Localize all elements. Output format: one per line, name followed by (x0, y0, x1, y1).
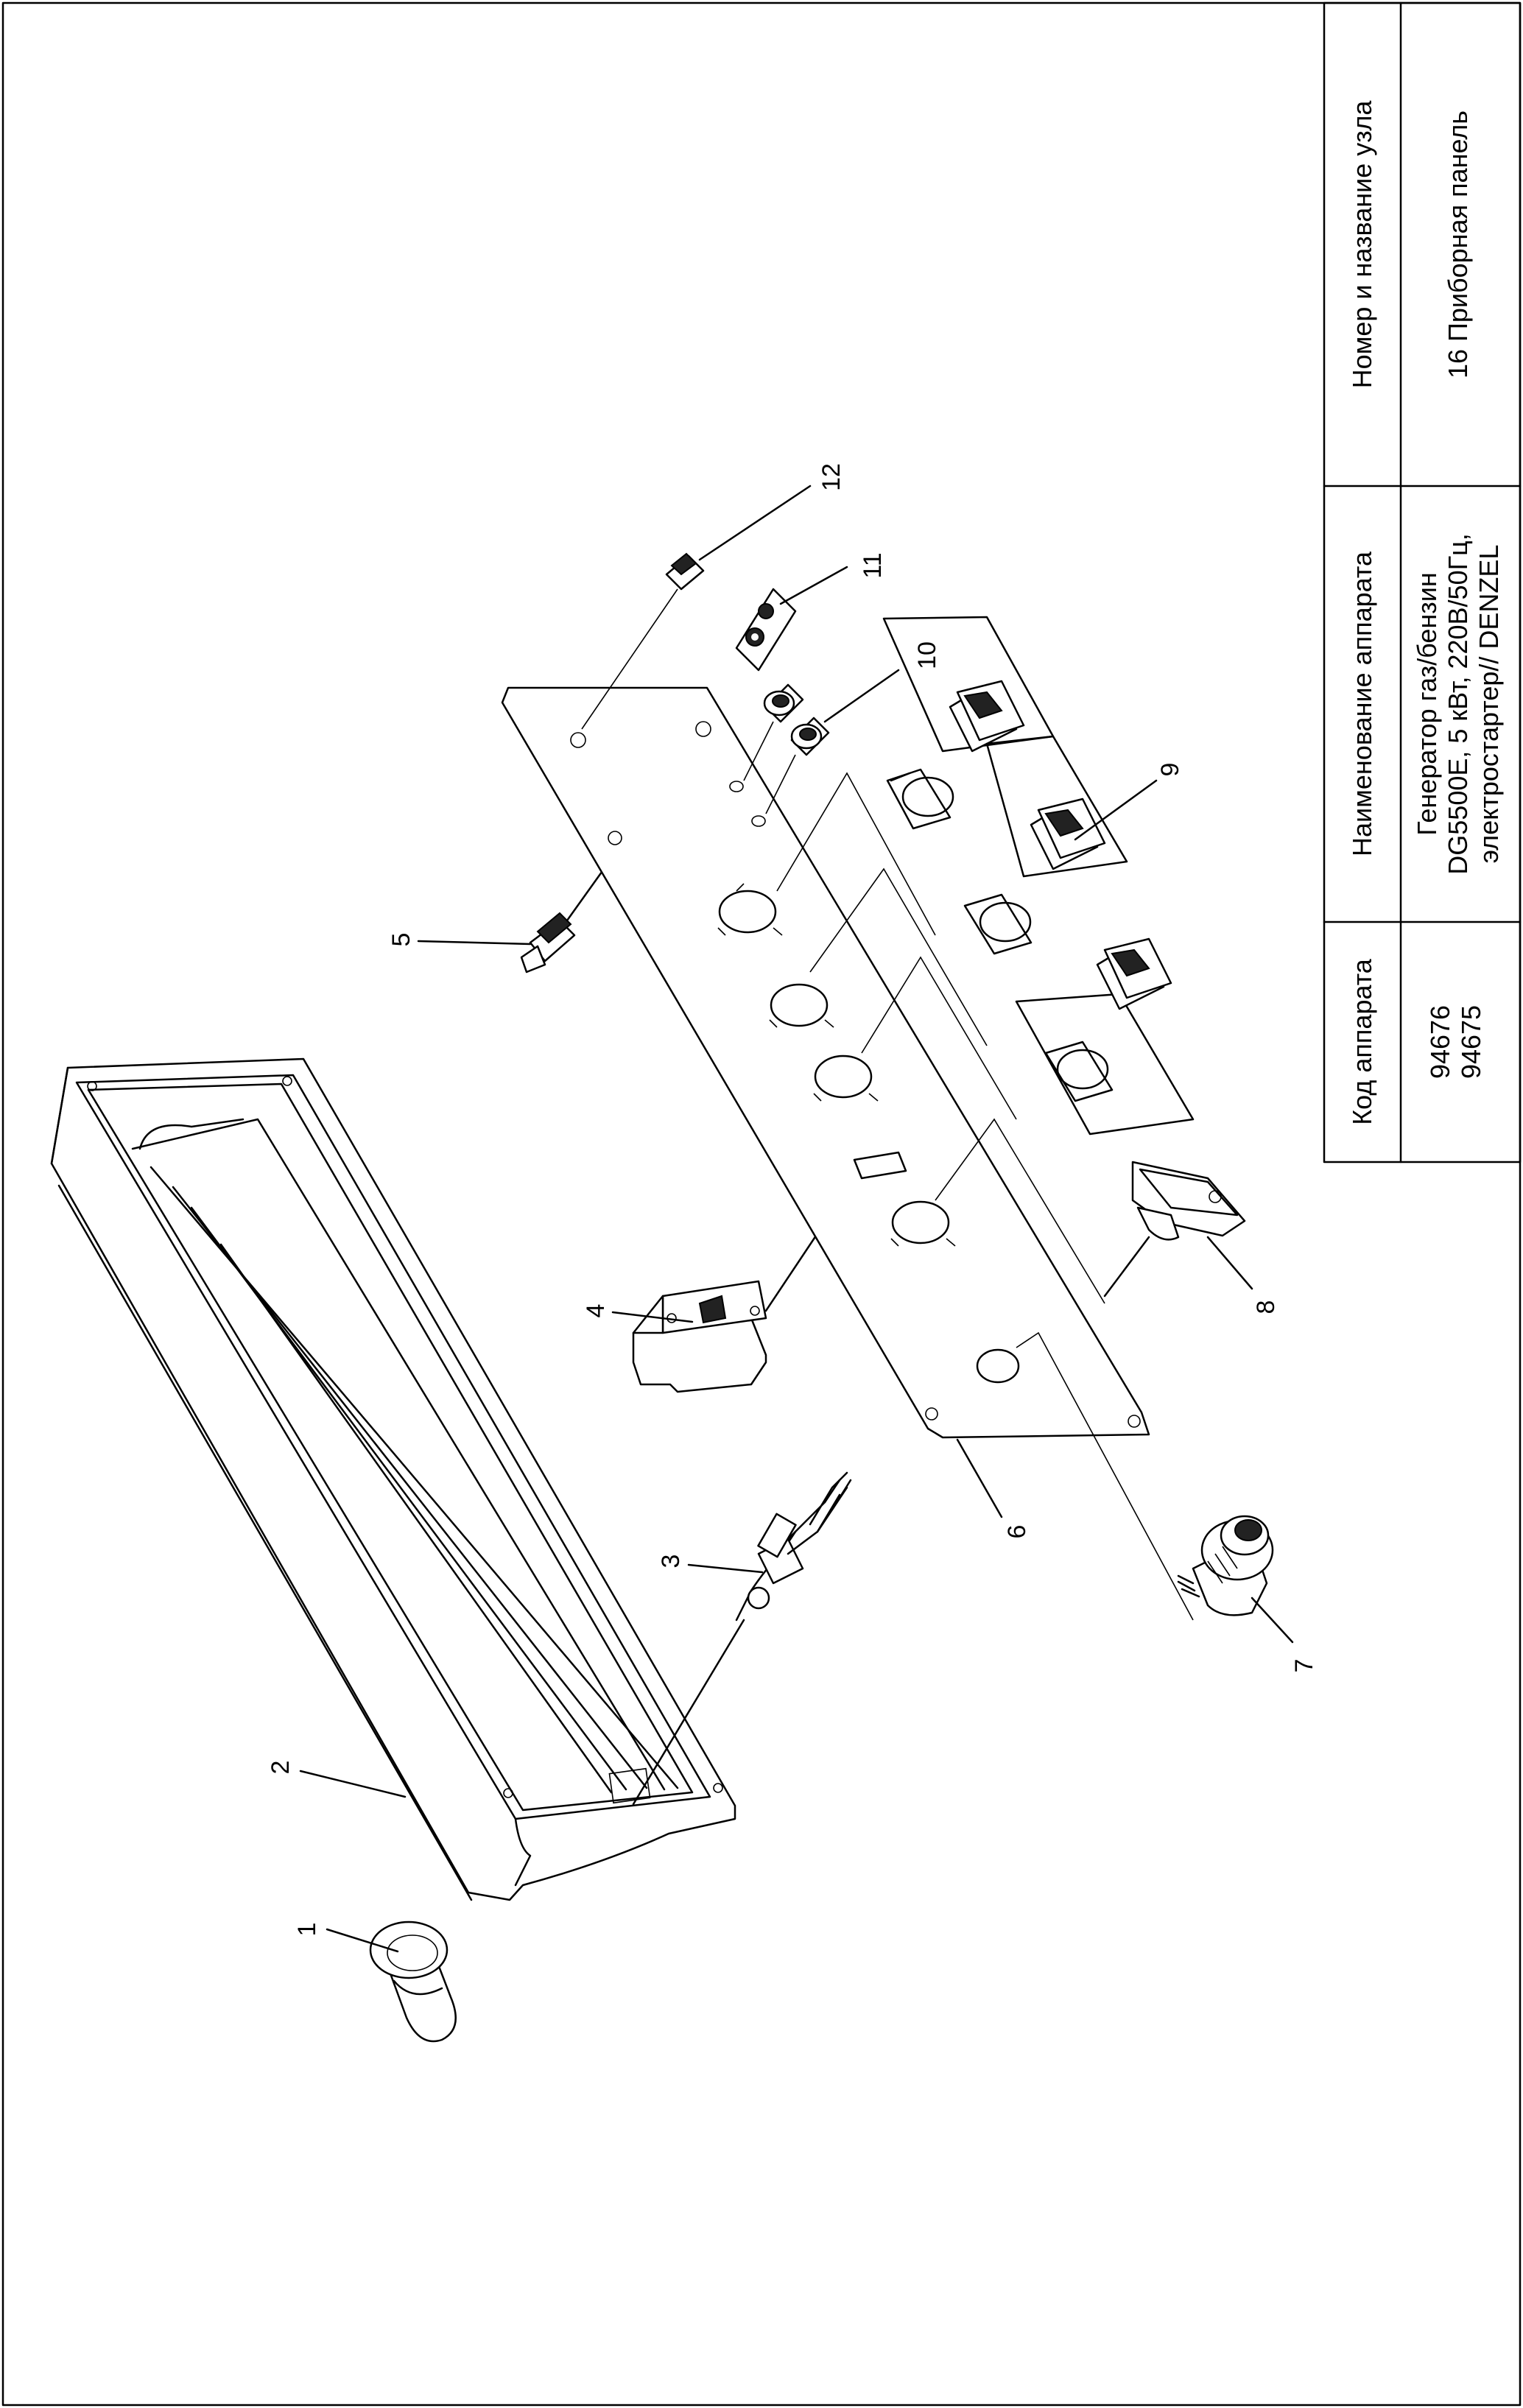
part-1-grommet (369, 1921, 457, 2043)
callout-11: 11 (859, 552, 887, 578)
part-7-ignition-switch (1177, 1515, 1274, 1616)
callout-1: 1 (293, 1923, 321, 1937)
callout-9: 9 (1156, 763, 1184, 777)
part-9-sockets (882, 616, 1195, 1136)
callout-numbers: 1 2 3 4 5 6 7 8 9 10 11 12 (267, 463, 1318, 1936)
part-10-cable-glands (729, 669, 900, 827)
title-block: Код аппарата Наименование аппарата Номер… (1323, 1, 1522, 1163)
header-device-name: Наименование аппарата (1347, 551, 1377, 856)
part-6-front-plate (501, 686, 1194, 1621)
callout-2: 2 (267, 1761, 295, 1775)
part-8-voltmeter (1103, 1161, 1246, 1298)
header-device-code: Код аппарата (1347, 958, 1377, 1125)
callout-10: 10 (913, 641, 941, 669)
device-name-line-1: Генератор газ/бензин (1412, 572, 1442, 835)
callout-6: 6 (1003, 1525, 1031, 1539)
socket-bottom (1015, 937, 1195, 1136)
callout-8: 8 (1252, 1300, 1280, 1314)
callout-leaders (299, 940, 1294, 1953)
part-5-fuse-holder (520, 867, 605, 974)
device-code-1: 94676 (1425, 1005, 1455, 1079)
device-code-2: 94675 (1456, 1005, 1486, 1079)
callout-12: 12 (817, 463, 845, 491)
callout-4: 4 (582, 1304, 610, 1318)
part-11-terminal-plate (735, 566, 848, 672)
socket-top (882, 616, 1055, 830)
device-name-line-3: электростартер// DENZEL (1474, 545, 1504, 864)
callout-3: 3 (657, 1555, 685, 1569)
socket-middle (963, 735, 1128, 955)
part-3-wire-harness (632, 1471, 852, 1806)
unit-name: 16 Приборная панель (1443, 110, 1473, 379)
callout-7: 7 (1290, 1659, 1318, 1673)
callout-5: 5 (387, 933, 415, 947)
part-2-panel-housing (50, 1057, 736, 1901)
part-4-circuit-breaker (632, 1221, 826, 1393)
device-name-line-2: DG5500E, 5 кВт, 220В/50Гц, (1443, 533, 1473, 874)
part-12-connector (581, 485, 812, 730)
header-unit-name: Номер и название узла (1347, 100, 1377, 389)
